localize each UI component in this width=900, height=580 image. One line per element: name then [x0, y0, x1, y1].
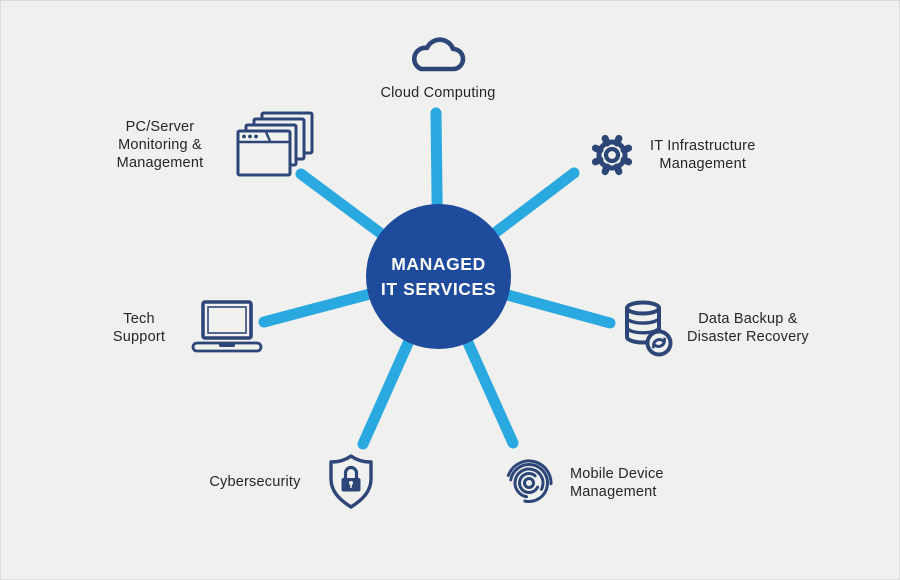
- laptop-icon: [189, 299, 265, 357]
- service-label-line: Disaster Recovery: [687, 329, 809, 345]
- service-label-line: Management: [659, 156, 747, 172]
- service-it-infrastructure: IT Infrastructure Management: [586, 129, 755, 181]
- service-tech-support: Tech Support: [99, 299, 265, 357]
- hub-circle: MANAGED IT SERVICES: [366, 204, 511, 349]
- service-cloud-computing: Cloud Computing: [338, 29, 538, 102]
- stacked-windows-icon: [236, 111, 316, 179]
- service-label-line: PC/Server: [125, 118, 195, 135]
- service-pc-server-monitoring: PC/Server Monitoring & Management: [96, 111, 316, 179]
- fingerprint-icon: [505, 455, 555, 511]
- gear-icon: [586, 129, 638, 181]
- database-sync-icon: [617, 297, 673, 359]
- service-label: Cybersecurity: [199, 473, 311, 491]
- service-label: PC/Server Monitoring & Management: [96, 118, 224, 172]
- service-label: IT Infrastructure Management: [650, 137, 755, 173]
- service-label: Tech Support: [99, 310, 179, 346]
- service-label-line: Management: [116, 155, 204, 172]
- service-cybersecurity: Cybersecurity: [199, 453, 376, 511]
- service-label-line: Tech: [123, 310, 155, 327]
- service-data-backup: Data Backup & Disaster Recovery: [617, 297, 809, 359]
- service-label: Mobile Device Management: [570, 465, 664, 501]
- service-label-line: Monitoring &: [118, 136, 202, 153]
- service-label-line: Cloud Computing: [380, 85, 496, 101]
- service-label-line: Management: [570, 484, 657, 500]
- service-label-line: Cybersecurity: [209, 473, 301, 490]
- service-mobile-device-management: Mobile Device Management: [505, 455, 664, 511]
- service-label: Cloud Computing: [380, 84, 495, 102]
- hub-title-line: MANAGED: [391, 254, 486, 274]
- cloud-icon: [403, 29, 473, 77]
- service-label-line: IT Infrastructure: [650, 137, 756, 154]
- shield-lock-icon: [326, 453, 376, 511]
- service-label-line: Data Backup &: [698, 310, 798, 327]
- service-label-line: Support: [112, 329, 166, 345]
- hub-title-line: IT SERVICES: [380, 278, 497, 299]
- service-label: Data Backup & Disaster Recovery: [687, 310, 809, 346]
- service-label-line: Mobile Device: [570, 465, 664, 482]
